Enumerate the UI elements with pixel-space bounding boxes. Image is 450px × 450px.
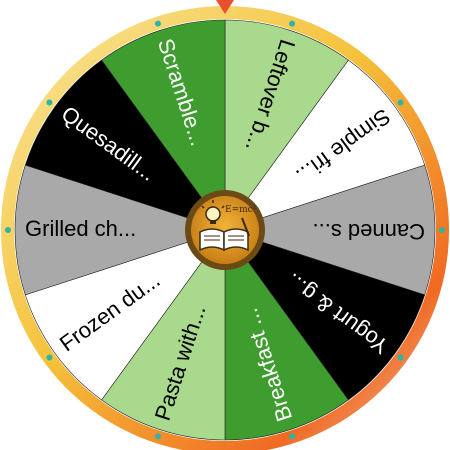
pointer-triangle-icon: [216, 0, 234, 14]
segment-label: Grilled ch...: [25, 216, 136, 241]
wheel-segment[interactable]: [14, 164, 226, 296]
rim-dot: [154, 433, 161, 440]
rim-dot: [397, 354, 404, 361]
rim-dot: [46, 354, 53, 361]
wheel-segment[interactable]: [224, 229, 349, 441]
rim-dot: [439, 227, 445, 233]
wheel-segment[interactable]: [24, 59, 226, 231]
rim-dot: [289, 20, 296, 27]
wheel-segments[interactable]: [14, 19, 436, 441]
rim-dot: [397, 99, 404, 106]
rim-dot: [46, 99, 53, 106]
wheel-segment[interactable]: [224, 229, 426, 401]
hub-equation-text: E=mc²: [225, 205, 257, 215]
wheel-segment[interactable]: [101, 19, 226, 231]
book-lightbulb-emc2-icon: E=mc²: [199, 200, 257, 252]
wheel-hub[interactable]: E=mc²: [185, 190, 265, 270]
rim-dots: [5, 20, 445, 440]
wheel-segment[interactable]: [24, 229, 226, 401]
wheel-segment[interactable]: [224, 164, 436, 296]
rim-dot: [154, 20, 161, 27]
rim-dot: [289, 433, 296, 440]
rim-dot: [5, 227, 11, 233]
wheel-segment[interactable]: [224, 19, 349, 231]
segment-label: Canned s...: [312, 219, 425, 244]
wheel-segment[interactable]: [101, 229, 226, 441]
wheel-segment[interactable]: [224, 59, 426, 231]
